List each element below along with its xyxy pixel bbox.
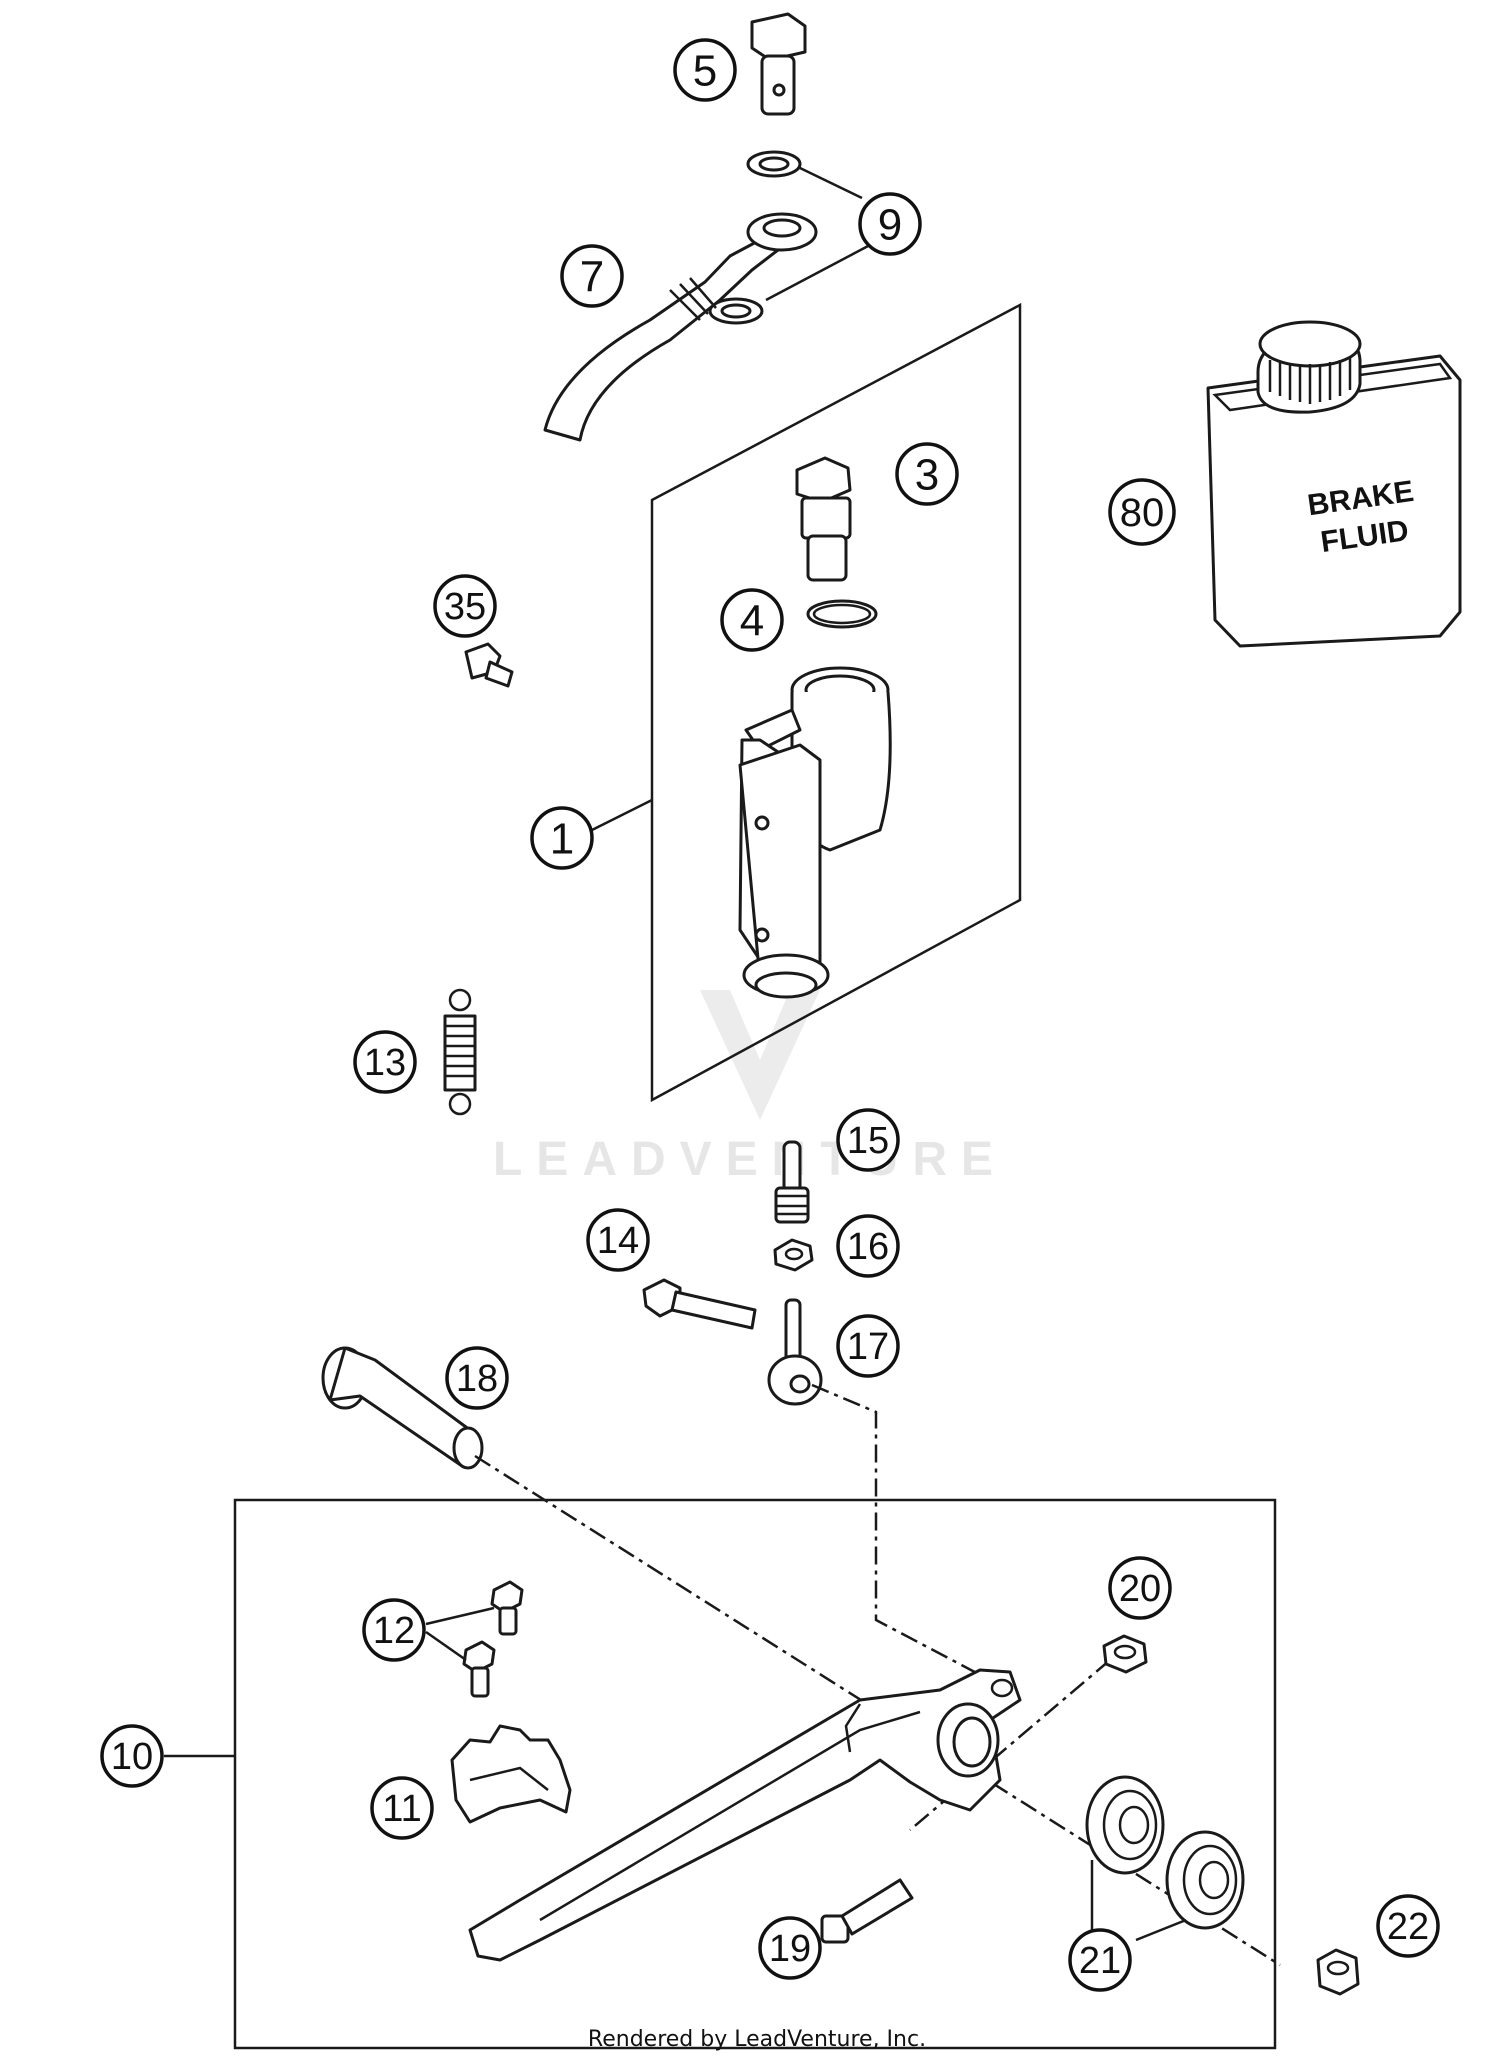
svg-text:35: 35: [444, 586, 486, 628]
eye-rod: [767, 1298, 823, 1406]
brake-fluid-can: BRAKE FLUID: [1206, 320, 1462, 648]
leader-12-lower: [425, 1630, 467, 1662]
callout-9: 9: [858, 192, 922, 256]
svg-text:7: 7: [580, 253, 604, 302]
bearing-lower: [1165, 1830, 1245, 1930]
callout-3: 3: [895, 442, 959, 506]
callout-15: 15: [836, 1108, 900, 1172]
callout-35: 35: [433, 574, 497, 638]
assembly-line-pushrod: [811, 1383, 991, 1682]
svg-text:22: 22: [1387, 1906, 1429, 1948]
svg-text:3: 3: [915, 451, 939, 500]
svg-text:16: 16: [847, 1226, 889, 1268]
screw-35: [464, 642, 514, 688]
callout-5: 5: [673, 38, 737, 102]
callout-7: 7: [560, 244, 624, 308]
callout-17: 17: [836, 1314, 900, 1378]
callout-21: 21: [1068, 1928, 1132, 1992]
washer-inner-lower: [720, 303, 752, 319]
screw-12-lower: [462, 1640, 496, 1698]
svg-text:20: 20: [1119, 1568, 1161, 1610]
leader-9-lower: [765, 243, 871, 302]
leader-21-lower: [1135, 1918, 1187, 1942]
brake-pedal: [468, 1668, 1022, 1962]
leader-9-upper: [799, 166, 863, 200]
callout-10: 10: [100, 1724, 164, 1788]
leader-12-upper: [425, 1606, 495, 1626]
svg-text:5: 5: [693, 47, 717, 96]
callout-16: 16: [836, 1214, 900, 1278]
callout-80: 80: [1108, 478, 1176, 546]
watermark: LEADVENTURE: [493, 990, 1007, 1186]
callout-19: 19: [758, 1916, 822, 1980]
bolt-14: [642, 1278, 757, 1330]
callout-22: 22: [1376, 1894, 1440, 1958]
svg-text:12: 12: [373, 1610, 415, 1652]
svg-text:13: 13: [364, 1042, 406, 1084]
svg-text:17: 17: [847, 1326, 889, 1368]
svg-text:11: 11: [382, 1788, 421, 1830]
callout-13: 13: [353, 1030, 417, 1094]
pushrod-pin: [774, 1140, 810, 1224]
bearing-upper: [1085, 1775, 1165, 1875]
bolt-19: [820, 1878, 914, 1944]
footer-credit: Rendered by LeadVenture, Inc.: [588, 2027, 926, 2052]
nut-22: [1316, 1948, 1360, 1996]
svg-text:18: 18: [456, 1358, 498, 1400]
nut-16: [773, 1238, 814, 1272]
pedal-step: [450, 1724, 572, 1824]
callout-12: 12: [362, 1598, 426, 1662]
callout-14: 14: [586, 1208, 650, 1272]
svg-text:9: 9: [878, 201, 902, 250]
svg-text:10: 10: [111, 1736, 153, 1778]
watermark-text: LEADVENTURE: [493, 1133, 1007, 1186]
svg-text:1: 1: [550, 815, 574, 864]
screw-12-upper: [490, 1580, 524, 1636]
banjo-bolt: [750, 12, 807, 116]
brake-pedal-kit-frame: [233, 1498, 1277, 2050]
pivot-pin: [321, 1346, 484, 1470]
master-cylinder-kit-frame: [650, 302, 1022, 1103]
callout-20: 20: [1108, 1556, 1172, 1620]
svg-text:15: 15: [847, 1120, 889, 1162]
nut-20: [1102, 1634, 1148, 1674]
svg-text:21: 21: [1079, 1940, 1121, 1982]
leader-1: [591, 798, 653, 832]
reservoir-fitting: [795, 456, 852, 582]
brake-line: [543, 212, 818, 442]
svg-text:4: 4: [740, 597, 764, 646]
o-ring-inner: [812, 603, 872, 625]
svg-text:14: 14: [597, 1220, 639, 1262]
master-cylinder-body: [738, 666, 892, 999]
callout-4: 4: [720, 588, 784, 652]
return-spring: [443, 988, 477, 1116]
svg-text:19: 19: [769, 1928, 811, 1970]
svg-text:80: 80: [1120, 491, 1165, 535]
callout-18: 18: [445, 1346, 509, 1410]
callout-11: 11: [370, 1776, 434, 1840]
callout-1: 1: [530, 806, 594, 870]
washer-inner-upper: [758, 156, 790, 172]
